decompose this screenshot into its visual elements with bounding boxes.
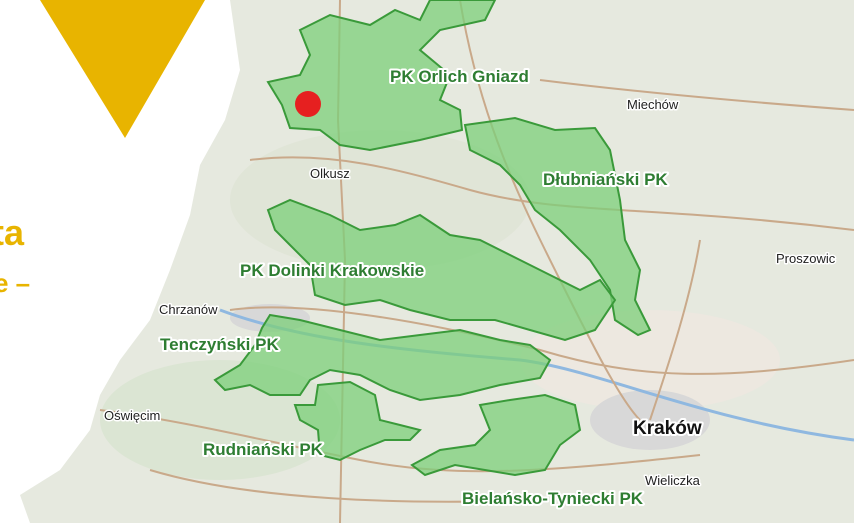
park-label-bielansko: Bielańsko-Tyniecki PK [462,489,644,508]
decorative-triangle [40,0,205,138]
park-label-dolinki: PK Dolinki Krakowskie [240,261,424,280]
city-label-oswiecim: Oświęcim [104,408,160,423]
park-area-orlich[interactable] [266,0,497,152]
park-area-dlubnianski[interactable] [463,116,652,337]
park-area-rudnianski[interactable] [293,380,422,462]
park-area-dolinki[interactable] [266,198,617,342]
city-label-olkusz: Olkusz [310,166,350,181]
city-label-wieliczka: Wieliczka [645,473,701,488]
park-area-tenczynski[interactable] [213,313,552,402]
park-label-dlubnianski: Dłubniański PK [543,170,668,189]
city-label-proszowice: Proszowic [776,251,836,266]
city-label-miechow: Miechów [627,97,679,112]
title-fragment-1: ta [0,212,25,253]
park-label-rudnianski: Rudniański PK [203,440,324,459]
park-area-bielansko[interactable] [410,393,582,477]
location-marker-icon[interactable] [295,91,321,117]
city-label-chrzanow: Chrzanów [159,302,218,317]
park-label-orlich: PK Orlich Gniazd [390,67,529,86]
park-label-tenczynski: Tenczyński PK [160,335,279,354]
title-fragment-2: e – [0,268,30,298]
terrain-shade [520,310,780,410]
city-label-krakow: Kraków [633,418,702,439]
